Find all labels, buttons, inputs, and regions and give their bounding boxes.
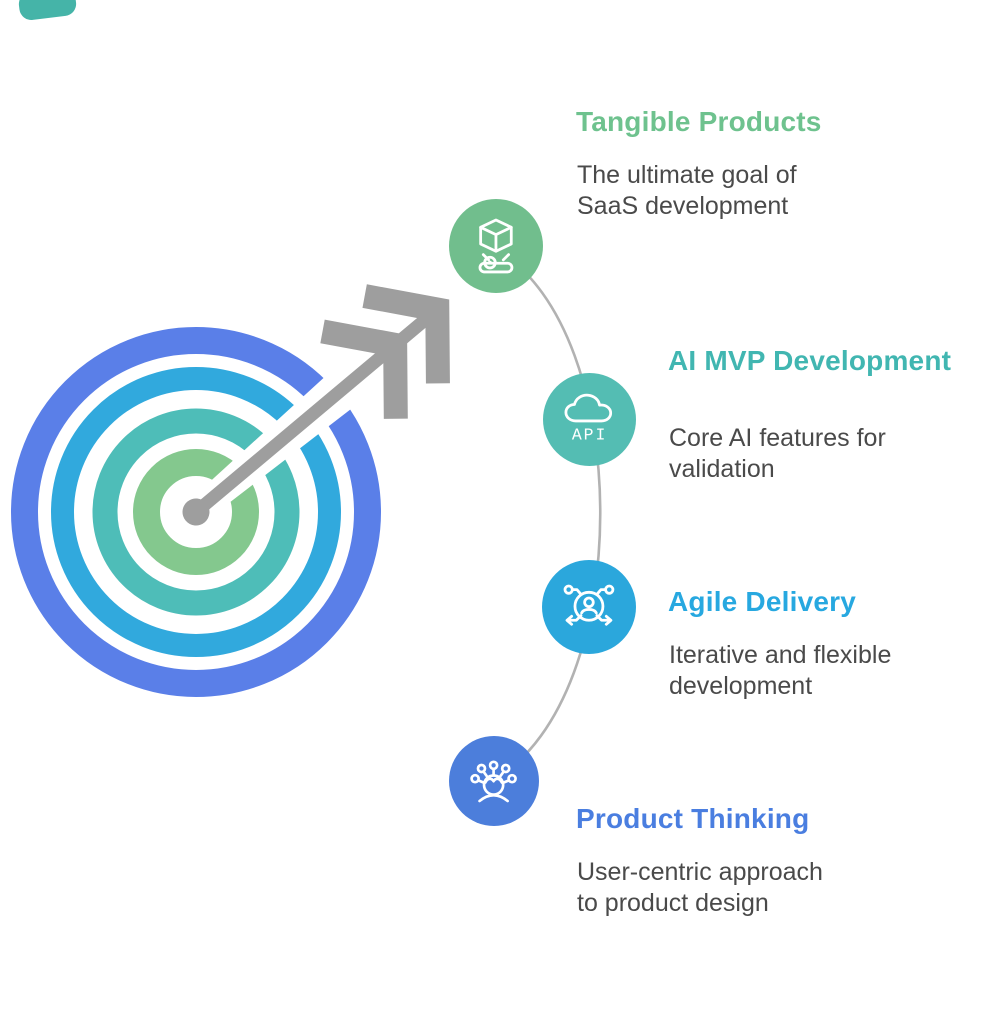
milestone-description-line: SaaS development <box>577 192 789 220</box>
api-label: API <box>572 425 608 444</box>
target-graphic <box>11 327 381 697</box>
milestone-description-line: Iterative and flexible <box>669 641 892 669</box>
milestone-description-line: The ultimate goal of <box>577 161 797 189</box>
milestone-title: Agile Delivery <box>668 586 856 617</box>
milestone-circle-agile-delivery <box>542 560 636 654</box>
connector-curve <box>494 248 602 781</box>
milestone-description-line: to product design <box>577 889 769 917</box>
milestone-circle-product-thinking <box>449 736 539 826</box>
milestone-description: Iterative and flexible development <box>669 640 891 702</box>
milestone-description-line: development <box>669 672 813 700</box>
milestone-title: Product Thinking <box>576 803 810 834</box>
target-center-dot <box>182 498 210 526</box>
arrow-fletching-outer <box>362 284 450 384</box>
milestone-description-line: User-centric approach <box>577 858 823 886</box>
arrow-fletching-inner <box>320 319 408 419</box>
target-third-ring <box>92 408 300 616</box>
hologram-cube-icon <box>478 218 514 274</box>
target-second-ring <box>51 367 341 657</box>
milestone-circle-tangible-products <box>449 199 543 293</box>
arrow-graphic <box>182 284 450 526</box>
target-bullseye-ring <box>133 449 259 575</box>
agile-network-icon <box>563 584 615 626</box>
milestone-title: Tangible Products <box>576 106 822 137</box>
user-ideas-icon <box>470 760 518 803</box>
milestone-description-line: validation <box>669 455 775 483</box>
milestone-description-line: Core AI features for <box>669 424 886 452</box>
cloud-api-icon: API <box>564 393 612 444</box>
milestone-circle-ai-mvp: API <box>543 373 636 466</box>
milestone-description: The ultimate goal of SaaS development <box>577 160 797 222</box>
milestone-description: Core AI features for validation <box>669 423 886 485</box>
milestone-description: User-centric approach to product design <box>577 857 823 919</box>
target-outer-ring <box>11 327 381 697</box>
milestone-title: AI MVP Development <box>668 345 952 376</box>
